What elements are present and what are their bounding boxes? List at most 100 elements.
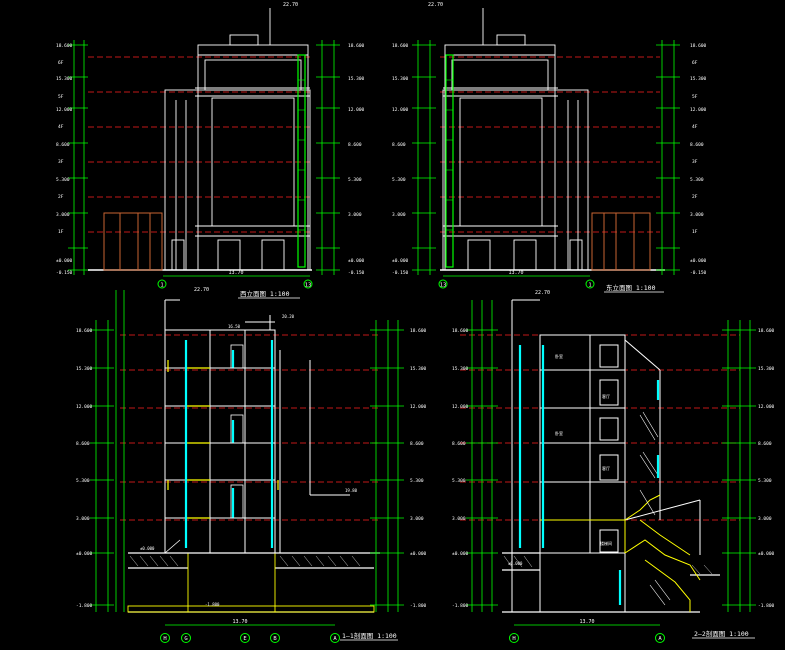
west-axis-right-label: 13 (305, 283, 312, 289)
svg-text:2F: 2F (58, 194, 64, 200)
s1-basement-structure (127, 553, 375, 613)
svg-text:20.20: 20.20 (282, 314, 295, 319)
svg-text:19.80: 19.80 (345, 488, 358, 493)
svg-text:18.600: 18.600 (410, 328, 427, 334)
svg-text:3.000: 3.000 (758, 516, 772, 522)
svg-text:-0.150: -0.150 (56, 270, 73, 276)
s2-axis-left-label: H (512, 636, 515, 642)
east-floor-labels: 6F 5F 4F 3F 2F 1F (692, 60, 698, 235)
west-glass-strip (297, 54, 306, 268)
east-axis-left-label: 13 (440, 283, 447, 289)
svg-text:3.000: 3.000 (348, 212, 362, 218)
west-right-levels: 18.600 15.300 12.000 8.600 5.300 3.000 ±… (348, 43, 365, 276)
svg-text:15.300: 15.300 (76, 366, 93, 372)
west-glass-mullions (298, 79, 305, 231)
s2-soil-hatch (503, 555, 713, 575)
svg-text:3.000: 3.000 (56, 212, 70, 218)
east-glass-strip (445, 54, 454, 268)
s1-left-dimensions (90, 290, 125, 612)
svg-text:18.600: 18.600 (76, 328, 93, 334)
svg-text:12.000: 12.000 (392, 107, 409, 113)
svg-text:-1.800: -1.800 (410, 603, 427, 609)
s1-axis-bubbles (160, 633, 340, 643)
east-annex-panels (591, 212, 651, 271)
s2-axis-right-label: A (658, 636, 662, 642)
s2-title: 2—2剖面图 1:100 (694, 629, 749, 638)
s1-right-dimensions (370, 320, 404, 612)
svg-text:18.600: 18.600 (758, 328, 775, 334)
svg-text:15.300: 15.300 (56, 76, 73, 82)
west-left-dimensions (68, 40, 88, 275)
s1-slabs (167, 360, 279, 519)
s1-openings (164, 344, 244, 554)
svg-text:卧室: 卧室 (555, 430, 563, 436)
svg-text:12.000: 12.000 (452, 404, 469, 410)
west-right-dimensions (316, 40, 340, 275)
svg-text:12.000: 12.000 (410, 404, 427, 410)
east-top-label: 22.70 (428, 2, 443, 8)
svg-text:A: A (333, 636, 337, 642)
svg-text:卧室: 卧室 (555, 353, 563, 359)
east-left-dimensions (412, 40, 436, 275)
east-level-lines (440, 56, 660, 233)
svg-text:8.600: 8.600 (76, 441, 90, 447)
svg-text:±0.000: ±0.000 (56, 258, 73, 264)
svg-text:18.600: 18.600 (56, 43, 73, 49)
east-axis-bubble-left (438, 279, 448, 289)
section-1-1: H G E B A 13.70 22.70 1—1剖面图 1:100 18.60… (76, 287, 427, 643)
svg-text:-1.800: -1.800 (452, 603, 469, 609)
s2-ground (502, 552, 720, 613)
svg-text:8.600: 8.600 (56, 142, 70, 148)
west-span-label: 13.70 (228, 270, 243, 276)
west-annex-panels (103, 212, 163, 271)
east-axis-right-label: 1 (588, 283, 591, 289)
svg-text:±0.000: ±0.000 (392, 258, 409, 264)
s2-right-levels: 18.600 15.300 12.000 8.600 5.300 3.000 ±… (758, 328, 775, 609)
west-elevation: 1 13 13.70 22.70 西立面图 1:100 18.600 15.30… (56, 2, 365, 299)
svg-text:3.000: 3.000 (452, 516, 466, 522)
svg-text:5.300: 5.300 (758, 478, 772, 484)
west-left-levels: 18.600 15.300 12.000 8.600 5.300 3.000 ±… (56, 43, 73, 276)
svg-text:8.600: 8.600 (392, 142, 406, 148)
svg-text:G: G (184, 636, 187, 642)
svg-text:8.600: 8.600 (452, 441, 466, 447)
s1-soil-hatch (129, 555, 361, 567)
west-level-lines (88, 56, 312, 233)
svg-text:15.300: 15.300 (690, 76, 707, 82)
svg-text:5F: 5F (692, 94, 698, 100)
east-axis-bubble-right (585, 279, 595, 289)
svg-text:15.300: 15.300 (348, 76, 365, 82)
svg-text:2F: 2F (692, 194, 698, 200)
west-facade (164, 8, 311, 271)
svg-text:客厅: 客厅 (602, 393, 610, 399)
svg-text:8.600: 8.600 (758, 441, 772, 447)
svg-text:3.000: 3.000 (690, 212, 704, 218)
svg-text:15.300: 15.300 (410, 366, 427, 372)
svg-text:±0.000: ±0.000 (758, 551, 775, 557)
svg-text:3.000: 3.000 (76, 516, 90, 522)
s2-stair (540, 494, 701, 612)
east-elevation: 13 1 13.70 22.70 东立面图 1:100 18.600 15.30… (392, 2, 707, 293)
svg-text:18.600: 18.600 (452, 328, 469, 334)
svg-text:18.600: 18.600 (690, 43, 707, 49)
svg-text:5.300: 5.300 (690, 177, 704, 183)
svg-text:-0.150: -0.150 (392, 270, 409, 276)
svg-text:1F: 1F (58, 229, 64, 235)
east-left-levels: 18.600 15.300 12.000 8.600 5.300 3.000 ±… (392, 43, 409, 276)
svg-text:8.600: 8.600 (690, 142, 704, 148)
svg-text:6F: 6F (58, 60, 64, 66)
east-glass-mullions (446, 79, 453, 231)
s1-notes: 16.50 20.20 19.80 ±0.000 -1.800 (140, 314, 358, 607)
svg-text:E: E (243, 636, 246, 642)
s1-title: 1—1剖面图 1:100 (342, 631, 397, 640)
svg-text:18.600: 18.600 (392, 43, 409, 49)
s1-axis-labels: H G E B A (163, 636, 337, 642)
s2-walls (511, 299, 701, 612)
west-axis-left-label: 1 (160, 283, 163, 289)
section-2-2: H A 13.70 22.70 2—2剖面图 1:100 18.600 15.3… (452, 290, 775, 643)
svg-text:B: B (273, 636, 277, 642)
s2-right-dimensions (514, 320, 756, 626)
west-axis-bubble-left (157, 279, 167, 289)
east-facade (442, 8, 589, 271)
